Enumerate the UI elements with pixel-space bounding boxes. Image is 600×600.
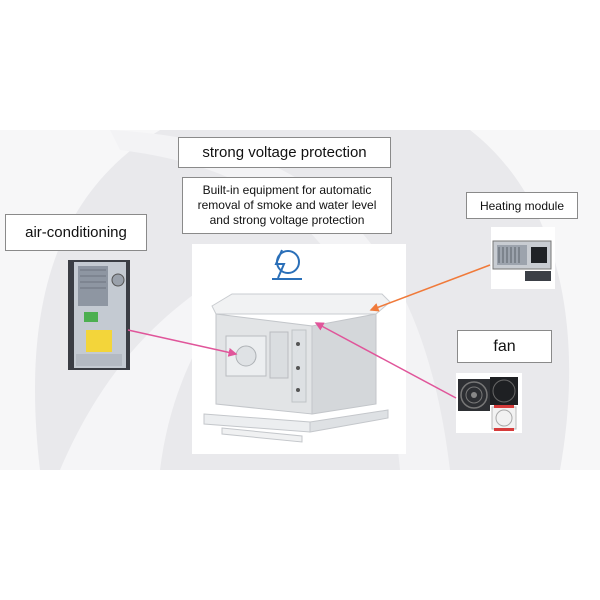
title-box: strong voltage protection — [178, 137, 391, 168]
air-conditioning-label-box: air-conditioning — [5, 214, 147, 251]
cabinet-graphic — [203, 249, 391, 443]
fan-label-box: fan — [457, 330, 552, 363]
description-box: Built-in equipment for automatic removal… — [182, 177, 392, 234]
heating-module-label-box: Heating module — [466, 192, 578, 219]
air-conditioner-image — [68, 260, 130, 370]
heating-module-graphic — [492, 240, 552, 281]
fan-label: fan — [493, 337, 516, 355]
heating-module-label: Heating module — [479, 198, 565, 213]
heating-module-image — [491, 227, 555, 289]
slide: strong voltage protection Built-in equip… — [0, 130, 600, 470]
cabinet-image — [192, 244, 406, 454]
title-text: strong voltage protection — [202, 144, 367, 161]
fan-image — [456, 373, 522, 433]
air-conditioning-label: air-conditioning — [25, 224, 127, 241]
description-text: Built-in equipment for automatic removal… — [197, 183, 377, 227]
fan-graphic — [458, 377, 518, 431]
lightning-shield-logo-icon — [272, 249, 302, 280]
air-conditioner-unit-graphic — [74, 262, 126, 368]
